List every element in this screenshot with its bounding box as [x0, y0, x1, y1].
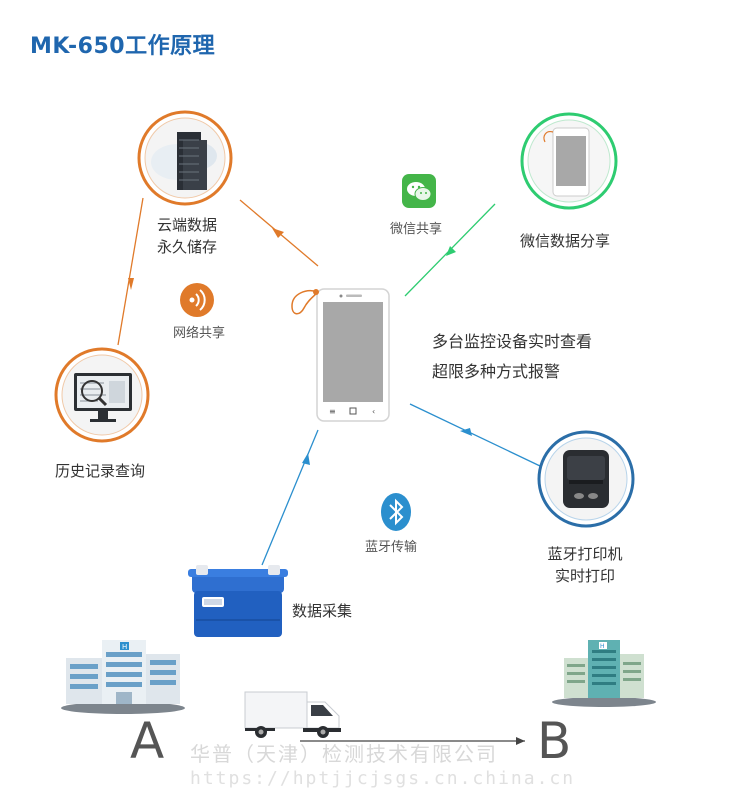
arrow-phone-to-wechat [404, 203, 496, 297]
cooler-box-icon [188, 565, 288, 637]
location-b-label: B [537, 712, 572, 770]
monitor-chart-icon [54, 347, 150, 443]
svg-text:H: H [122, 643, 127, 651]
cloud-storage-line1: 云端数据 [157, 216, 218, 234]
collector-node [188, 563, 288, 639]
phone-desc-line2: 超限多种方式报警 [432, 362, 561, 381]
delivery-truck-icon [243, 688, 343, 740]
printer-line1: 蓝牙打印机 [547, 545, 623, 563]
bluetooth-icon [380, 492, 412, 532]
wireless-signal-icon [180, 283, 214, 317]
arrow-phone-to-cloud [239, 199, 319, 267]
printer-label: 蓝牙打印机 实时打印 [530, 543, 640, 587]
phone-desc-line1: 多台监控设备实时查看 [432, 332, 593, 351]
collector-label: 数据采集 [292, 602, 353, 620]
history-node [54, 347, 150, 443]
hospital-b-icon: H [550, 636, 658, 708]
watermark-url: https://hptjjcjsgs.cn.china.cn [190, 768, 576, 789]
wechat-share-channel-label: 微信共享 [390, 222, 443, 237]
printer-line2: 实时打印 [554, 567, 615, 585]
bluetooth-label: 蓝牙传输 [365, 540, 418, 555]
wechat-share-label: 微信数据分享 [520, 232, 611, 250]
page-title: MK-650工作原理 [30, 34, 216, 59]
thermal-printer-icon [537, 430, 635, 528]
smartphone-icon [520, 112, 618, 210]
watermark-company: 华普（天津）检测技术有限公司 [190, 742, 498, 766]
history-label: 历史记录查询 [55, 462, 146, 480]
central-phone: ≡ ‹ [316, 288, 390, 422]
wechat-share-node [520, 112, 618, 210]
arrow-cooler-to-phone [261, 429, 319, 566]
wechat-icon [402, 174, 436, 208]
location-a-label: A [130, 712, 165, 770]
svg-text:‹: ‹ [372, 407, 375, 416]
smartphone-icon: ≡ ‹ [316, 288, 390, 422]
lanyard-icon [291, 289, 319, 315]
svg-text:≡: ≡ [329, 407, 336, 416]
hospital-a-icon: H [60, 636, 186, 714]
route-line [300, 737, 525, 745]
cloud-storage-line2: 永久储存 [157, 238, 218, 256]
arrow-phone-to-printer [409, 403, 541, 467]
phone-description: 多台监控设备实时查看 超限多种方式报警 [432, 327, 592, 387]
cloud-storage-label: 云端数据 永久储存 [157, 214, 217, 258]
svg-text:H: H [600, 643, 605, 650]
printer-node [537, 430, 635, 528]
network-share-label: 网络共享 [173, 326, 226, 341]
cloud-storage-node [137, 110, 233, 206]
arrow-cloud-to-history [117, 197, 144, 346]
server-rack-icon [137, 110, 233, 206]
